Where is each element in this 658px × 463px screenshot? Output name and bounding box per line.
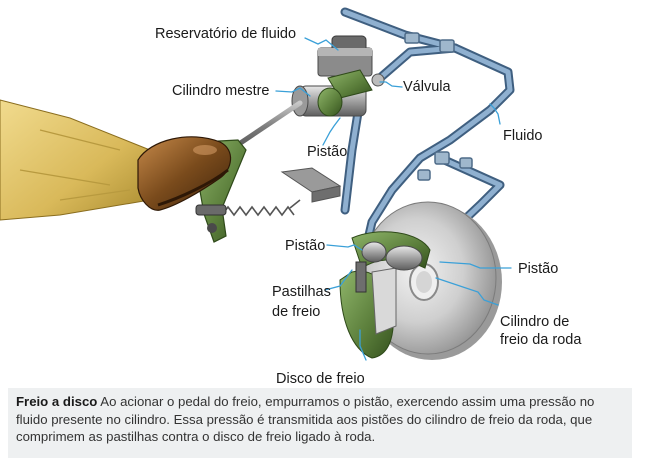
- driver-shoe: [137, 136, 232, 211]
- label-brake-pads-line2: de freio: [272, 304, 320, 320]
- label-wheel-cylinder-line2: freio da roda: [500, 332, 582, 348]
- label-caliper-piston-right: Pistão: [518, 261, 558, 277]
- label-brake-disc: Disco de freio: [276, 371, 365, 385]
- wheel-cylinder: [385, 245, 423, 271]
- label-brake-pads-line1: Pastilhas: [272, 284, 331, 300]
- label-caliper-piston-left: Pistão: [285, 238, 325, 254]
- label-master-cylinder: Cilindro mestre: [172, 83, 270, 99]
- label-valve: Válvula: [403, 79, 451, 95]
- disc-brake-diagram: Reservatório de fluido Cilindro mestre V…: [0, 7, 583, 385]
- leader-lines: [275, 37, 512, 361]
- valve: [371, 73, 385, 87]
- label-wheel-cylinder-line1: Cilindro de: [500, 314, 569, 330]
- label-fluid: Fluido: [503, 128, 543, 144]
- brake-caliper: [339, 231, 431, 359]
- spring-bracket: [280, 167, 342, 203]
- master-cylinder: [291, 69, 385, 117]
- label-master-piston: Pistão: [307, 144, 347, 160]
- fluid-pipes: [340, 7, 515, 263]
- figure-caption: Freio a disco Ao acionar o pedal do frei…: [8, 388, 632, 458]
- label-fluid-reservoir: Reservatório de fluido: [155, 26, 296, 42]
- brake-pad: [355, 261, 367, 293]
- return-spring: [221, 199, 301, 217]
- fluid-reservoir: [317, 35, 373, 77]
- caption-title: Freio a disco: [16, 394, 98, 409]
- caption-body: Ao acionar o pedal do freio, empurramos …: [16, 394, 595, 444]
- push-rod: [227, 100, 303, 153]
